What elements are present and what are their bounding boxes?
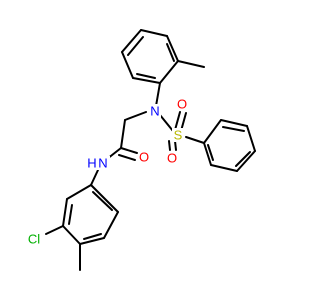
sulfonyl-oxygen-bottom: O — [166, 151, 178, 166]
sulfonyl-oxygen-bottom-label: O — [167, 151, 177, 166]
chlorine-label: Cl — [28, 232, 40, 247]
carbonyl-oxygen: O — [138, 150, 150, 165]
sulfonyl-sulfur-label: S — [174, 128, 183, 143]
chlorine: Cl — [23, 232, 45, 247]
molecule-diagram: N S O O O H N Cl — [23, 29, 256, 271]
carbonyl-oxygen-label: O — [139, 150, 149, 165]
atom-labels: N S O O O H N Cl — [23, 97, 188, 247]
amide-nitrogen-label: N — [98, 156, 107, 171]
sulfonamide-nitrogen-label: N — [150, 104, 159, 119]
sulfonyl-oxygen-left: O — [176, 97, 188, 112]
amide-hydrogen-label: H — [87, 156, 96, 171]
amide-nitrogen-group: H N — [86, 156, 110, 171]
sulfonyl-oxygen-left-label: O — [177, 97, 187, 112]
sulfonyl-sulfur: S — [172, 128, 184, 143]
sulfonamide-nitrogen: N — [149, 104, 161, 119]
bonds — [45, 29, 256, 271]
